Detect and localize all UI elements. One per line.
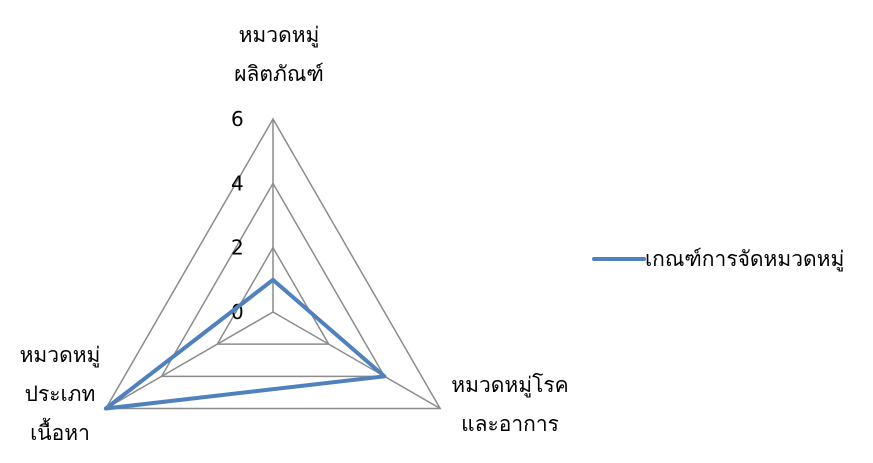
grid-ring-6	[104, 117, 442, 410]
legend-label: เกณฑ์การจัดหมวดหมู่	[645, 247, 844, 272]
tick-label: 2	[231, 236, 244, 260]
category-label: หมวดหมู่	[20, 343, 101, 368]
radar-grid	[104, 117, 442, 410]
category-label: หมวดหมู่โรค	[451, 373, 568, 398]
grid-ring-4	[160, 181, 386, 378]
category-label: เนื้อหา	[30, 418, 90, 445]
legend: เกณฑ์การจัดหมวดหมู่	[592, 247, 844, 272]
tick-label: 6	[231, 107, 244, 131]
grid-spoke	[105, 311, 274, 410]
grid-ring-2	[215, 246, 331, 345]
grid-spoke	[272, 311, 441, 410]
category-label: และอาการ	[461, 412, 559, 436]
category-label: ประเภท	[25, 382, 96, 406]
series-layer	[103, 277, 387, 411]
series-line	[103, 277, 387, 411]
category-labels: หมวดหมู่ผลิตภัณฑ์หมวดหมู่โรคและอาการหมวด…	[20, 23, 569, 445]
category-label: หมวดหมู่	[239, 23, 320, 48]
category-label: ผลิตภัณฑ์	[234, 62, 324, 86]
tick-label: 4	[231, 171, 244, 195]
